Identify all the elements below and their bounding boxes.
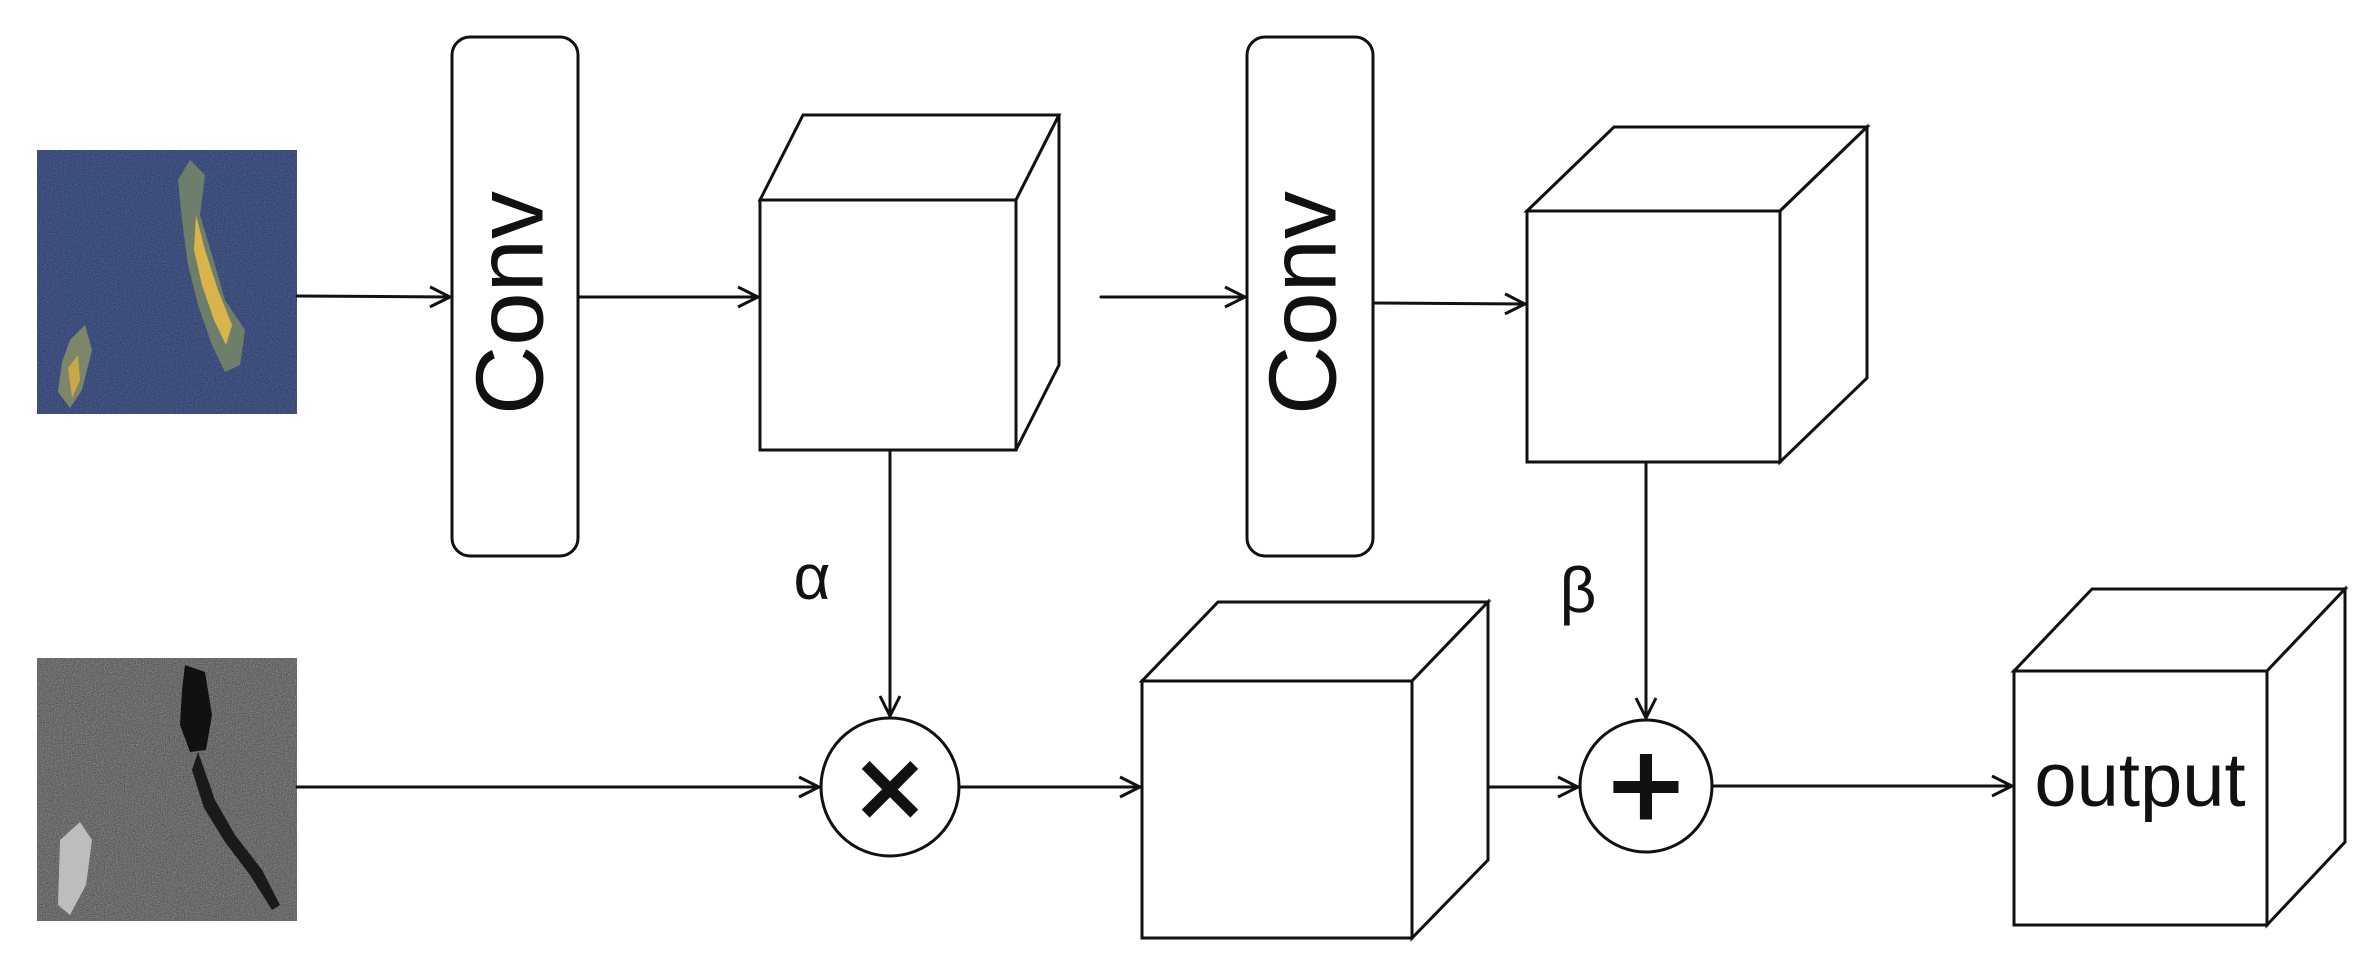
add-operator: + xyxy=(1578,718,1714,854)
conv-block-1: Conv xyxy=(450,35,580,558)
optical-image-icon xyxy=(37,150,297,414)
multiply-symbol: × xyxy=(850,730,930,842)
sar-image-icon xyxy=(37,658,297,921)
multiply-operator: × xyxy=(819,716,961,858)
conv-block-2-label: Conv xyxy=(1249,191,1356,415)
connection-arrows xyxy=(295,296,2012,787)
beta-label: β xyxy=(1560,554,1597,626)
output-cube: output xyxy=(2010,585,2349,929)
feature-cube-2 xyxy=(1523,123,1871,466)
arrow-conv2-to-cube2 xyxy=(1371,303,1525,304)
add-symbol: + xyxy=(1602,722,1689,844)
alpha-label: α xyxy=(794,541,831,613)
output-label: output xyxy=(2034,738,2245,823)
feature-cube-1 xyxy=(757,113,1062,452)
conv-block-1-label: Conv xyxy=(456,191,563,415)
arrow-optical-to-conv1 xyxy=(295,296,450,297)
product-cube xyxy=(1138,598,1492,942)
conv-block-2: Conv xyxy=(1245,35,1375,558)
